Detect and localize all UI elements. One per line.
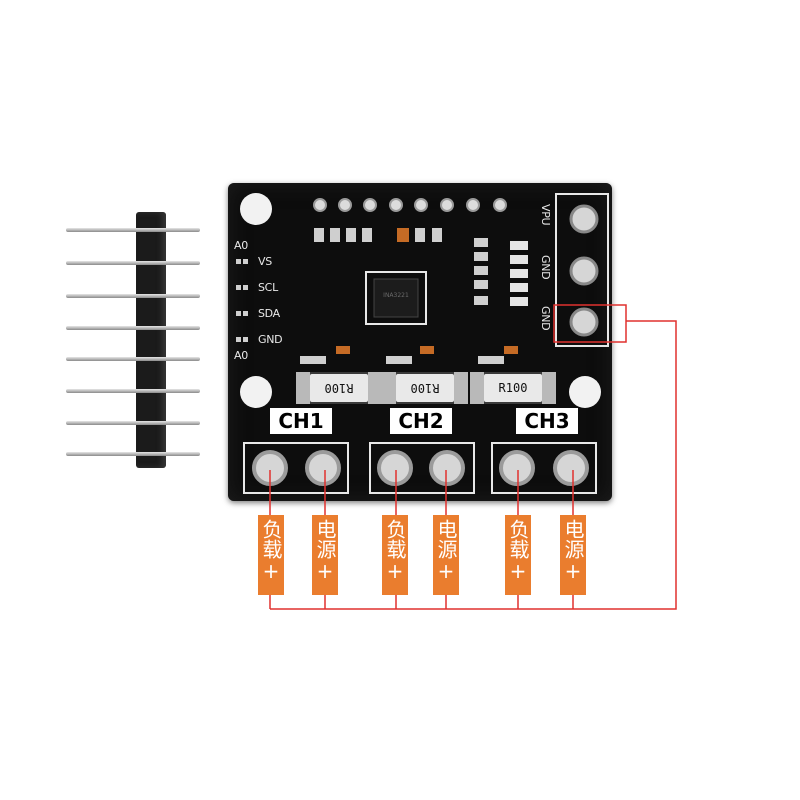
terminal-label-load-ch1: 负载 + xyxy=(258,515,284,595)
silk-label-a0-top: A0 xyxy=(234,239,248,252)
terminal-label-load-ch3: 负载 + xyxy=(505,515,531,595)
resistor-label: R100 xyxy=(484,374,542,402)
label-text: 电源 xyxy=(313,519,337,559)
channel-label-ch2: CH2 xyxy=(390,408,452,434)
terminal-label-power-ch1: 电源 + xyxy=(312,515,338,595)
label-sign: + xyxy=(437,559,455,583)
silk-label-vpu: VPU xyxy=(539,204,552,226)
ch2-terminal-frame xyxy=(369,442,475,494)
label-sign: + xyxy=(316,559,334,583)
mounting-hole xyxy=(569,376,601,408)
shunt-resistor-ch3: R100 xyxy=(470,372,556,404)
label-sign: + xyxy=(564,559,582,583)
channel-label-ch3: CH3 xyxy=(516,408,578,434)
terminal-label-power-ch2: 电源 + xyxy=(433,515,459,595)
channel-label-ch1: CH1 xyxy=(270,408,332,434)
left-smd-pads xyxy=(236,259,248,342)
silk-label-right-gnd: GND xyxy=(539,306,552,331)
mounting-hole xyxy=(240,193,272,225)
shunt-resistor-ch1: R100 xyxy=(296,372,382,404)
label-text: 负载 xyxy=(383,519,407,559)
terminal-label-load-ch2: 负载 + xyxy=(382,515,408,595)
ch3-terminal-frame xyxy=(491,442,597,494)
label-text: 负载 xyxy=(506,519,530,559)
label-sign: + xyxy=(262,559,280,583)
label-sign: + xyxy=(386,559,404,583)
smd-components xyxy=(314,228,442,242)
gnd-pad xyxy=(569,307,599,337)
header-pin xyxy=(66,421,200,425)
silk-label-sda: SDA xyxy=(258,307,280,320)
vpu-pad xyxy=(569,204,599,234)
header-pin xyxy=(66,389,200,393)
resistor-label: R100 xyxy=(310,374,368,402)
shunt-resistor-ch2: R100 xyxy=(382,372,468,404)
terminal-pads xyxy=(252,450,589,486)
silk-label-scl: SCL xyxy=(258,281,278,294)
silk-label-right-gnd: GND xyxy=(539,255,552,280)
terminal-label-power-ch3: 电源 + xyxy=(560,515,586,595)
top-pad-row xyxy=(313,198,507,212)
chip-marking: INA3221 xyxy=(383,292,409,299)
header-pin xyxy=(66,294,200,298)
ch1-terminal-frame xyxy=(243,442,349,494)
header-pin xyxy=(66,228,200,232)
gnd-pad xyxy=(569,256,599,286)
resistor-caps xyxy=(300,346,518,364)
label-text: 电源 xyxy=(434,519,458,559)
header-pin xyxy=(66,452,200,456)
right-connector-frame xyxy=(555,193,609,347)
right-smd-array xyxy=(474,238,528,306)
header-pin xyxy=(66,261,200,265)
mounting-hole xyxy=(240,376,272,408)
header-pin xyxy=(66,326,200,330)
silk-label-vs: VS xyxy=(258,255,272,268)
label-sign: + xyxy=(509,559,527,583)
label-text: 电源 xyxy=(561,519,585,559)
silk-label-gnd: GND xyxy=(258,333,283,346)
chip-outline xyxy=(365,271,427,325)
chip-body xyxy=(373,278,419,318)
pin-header-housing xyxy=(136,212,166,468)
label-text: 负载 xyxy=(259,519,283,559)
silk-label-a0-bottom: A0 xyxy=(234,349,248,362)
header-pin xyxy=(66,357,200,361)
resistor-label: R100 xyxy=(396,374,454,402)
